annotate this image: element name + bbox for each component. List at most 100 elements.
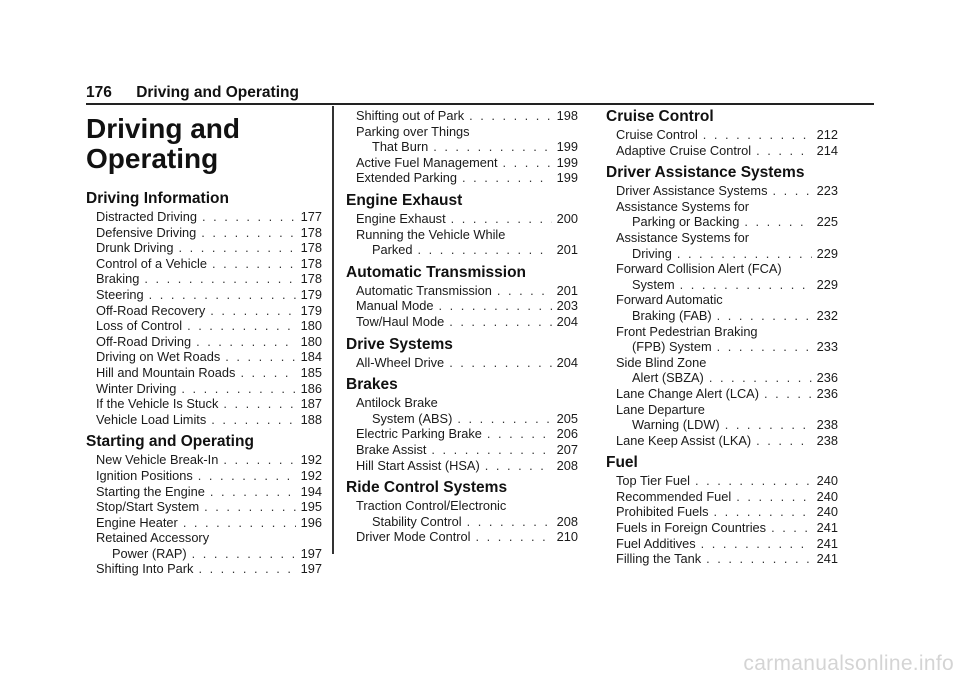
toc-entry[interactable]: Driver Mode Control210 xyxy=(346,529,578,545)
toc-entry[interactable]: Loss of Control180 xyxy=(86,318,322,334)
toc-entry[interactable]: Shifting out of Park198 xyxy=(346,108,578,124)
dot-leader xyxy=(736,489,811,505)
toc-entry[interactable]: Hill and Mountain Roads185 xyxy=(86,365,322,381)
toc-entry[interactable]: Active Fuel Management199 xyxy=(346,155,578,171)
toc-entry[interactable]: Prohibited Fuels240 xyxy=(606,504,838,520)
dot-leader xyxy=(201,225,295,241)
toc-entry-page: 197 xyxy=(300,561,322,577)
toc-entry[interactable]: Distracted Driving177 xyxy=(86,209,322,225)
toc-entry[interactable]: Driver Assistance Systems223 xyxy=(606,183,838,199)
toc-entry[interactable]: Defensive Driving178 xyxy=(86,225,322,241)
chapter-title: Driving and Operating xyxy=(86,114,322,174)
section-heading[interactable]: Driving Information xyxy=(86,190,229,207)
toc-entry[interactable]: New Vehicle Break-In192 xyxy=(86,452,322,468)
dot-leader xyxy=(210,484,296,500)
toc-entry[interactable]: Ignition Positions192 xyxy=(86,468,322,484)
toc-entry[interactable]: Lane Change Alert (LCA)236 xyxy=(606,386,838,402)
toc-entry-page: 232 xyxy=(816,307,838,323)
toc-entry-title: Adaptive Cruise Control xyxy=(616,142,752,158)
toc-entry[interactable]: Cruise Control212 xyxy=(606,127,838,143)
dot-leader xyxy=(439,298,552,314)
toc-entry-title-line-1: Running the Vehicle While xyxy=(356,226,506,242)
toc-entry-page: 205 xyxy=(556,410,578,426)
toc-entry-title: Engine Heater xyxy=(96,514,178,530)
toc-entry-title: Off-Road Driving xyxy=(96,333,192,349)
toc-entry[interactable]: Electric Parking Brake206 xyxy=(346,426,578,442)
dot-leader xyxy=(756,143,811,159)
toc-entry-title-line-2: Parked xyxy=(372,242,413,258)
toc-entry[interactable]: Engine Heater 196 xyxy=(86,515,322,531)
toc-entry[interactable]: Control of a Vehicle178 xyxy=(86,256,322,272)
toc-entry-page: 241 xyxy=(816,551,838,567)
toc-entry[interactable]: Vehicle Load Limits188 xyxy=(86,412,322,428)
toc-entry[interactable]: Adaptive Cruise Control214 xyxy=(606,143,838,159)
dot-leader xyxy=(744,214,811,230)
toc-entry[interactable]: Brake Assist207 xyxy=(346,442,578,458)
toc-entry[interactable]: Front Pedestrian Braking(FPB) System233 xyxy=(606,324,838,355)
toc-entry-title: Filling the Tank xyxy=(616,551,702,567)
toc-entry[interactable]: Starting the Engine194 xyxy=(86,484,322,500)
dot-leader xyxy=(717,339,812,355)
toc-entry-page: 203 xyxy=(556,298,578,314)
toc-entry[interactable]: All-Wheel Drive204 xyxy=(346,355,578,371)
toc-entry[interactable]: Shifting Into Park197 xyxy=(86,561,322,577)
section-heading[interactable]: Driver Assistance Systems xyxy=(606,164,805,182)
toc-entry[interactable]: Extended Parking199 xyxy=(346,170,578,186)
toc-entry[interactable]: Fuels in Foreign Countries241 xyxy=(606,520,838,536)
toc-entry-title-line-2: System xyxy=(632,276,675,292)
dot-leader xyxy=(433,139,551,155)
toc-entry[interactable]: Hill Start Assist (HSA)208 xyxy=(346,458,578,474)
dot-leader xyxy=(703,127,812,143)
toc-entry[interactable]: Steering179 xyxy=(86,287,322,303)
toc-entry[interactable]: Stop/Start System195 xyxy=(86,499,322,515)
toc-entry[interactable]: Engine Exhaust200 xyxy=(346,211,578,227)
dot-leader xyxy=(179,240,296,256)
section-heading[interactable]: Brakes xyxy=(346,376,398,394)
section-heading[interactable]: Drive Systems xyxy=(346,335,453,353)
dot-leader xyxy=(677,246,812,262)
section-heading[interactable]: Cruise Control xyxy=(606,108,714,125)
toc-entry[interactable]: Driving on Wet Roads184 xyxy=(86,349,322,365)
toc-entry[interactable]: Running the Vehicle WhileParked201 xyxy=(346,227,578,258)
dot-leader xyxy=(225,349,295,365)
toc-entry-page: 185 xyxy=(300,364,322,380)
toc-entry[interactable]: Manual Mode203 xyxy=(346,298,578,314)
toc-entry[interactable]: Automatic Transmission201 xyxy=(346,283,578,299)
toc-entry[interactable]: Winter Driving186 xyxy=(86,381,322,397)
toc-entry[interactable]: Off-Road Recovery179 xyxy=(86,303,322,319)
toc-entry-title-line-2: System (ABS) xyxy=(372,410,453,426)
toc-entry[interactable]: Fuel Additives241 xyxy=(606,536,838,552)
toc-entry-page: 212 xyxy=(816,127,838,142)
section-heading[interactable]: Fuel xyxy=(606,454,638,472)
toc-entry[interactable]: Drunk Driving178 xyxy=(86,240,322,256)
section-heading[interactable]: Starting and Operating xyxy=(86,433,254,451)
toc-entry-title-line-2: Warning (LDW) xyxy=(632,417,720,433)
toc-entry[interactable]: Lane Keep Assist (LKA)238 xyxy=(606,433,838,449)
toc-entry[interactable]: Top Tier Fuel240 xyxy=(606,473,838,489)
toc-entry-page: 179 xyxy=(300,286,322,302)
toc-entry-page: 238 xyxy=(816,417,838,433)
dot-leader xyxy=(451,211,552,227)
toc-entry[interactable]: Off-Road Driving180 xyxy=(86,334,322,350)
toc-entry[interactable]: Forward Collision Alert (FCA)System229 xyxy=(606,261,838,292)
section-heading[interactable]: Automatic Transmission xyxy=(346,263,527,281)
toc-entry[interactable]: Recommended Fuel240 xyxy=(606,489,838,505)
toc-entry[interactable]: Filling the Tank 241 xyxy=(606,551,838,567)
toc-entry[interactable]: Assistance Systems forDriving229 xyxy=(606,230,838,261)
section-heading[interactable]: Ride Control Systems xyxy=(346,479,508,497)
section-heading[interactable]: Engine Exhaust xyxy=(346,191,463,209)
toc-entry[interactable]: If the Vehicle Is Stuck187 xyxy=(86,396,322,412)
toc-entry[interactable]: Tow/Haul Mode204 xyxy=(346,314,578,330)
dot-leader xyxy=(487,426,552,442)
toc-entry-page: 196 xyxy=(300,514,322,530)
toc-entry[interactable]: Braking178 xyxy=(86,271,322,287)
